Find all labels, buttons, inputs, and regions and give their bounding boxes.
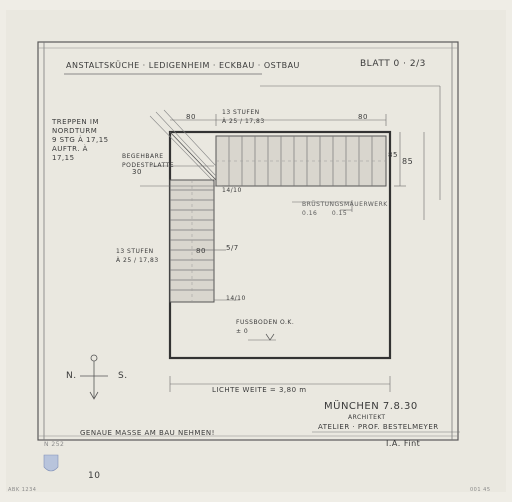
landing-diagonal	[169, 131, 217, 181]
dimension-lines	[140, 85, 441, 392]
north-arrow	[80, 354, 108, 400]
height-mark-2: 14/10	[226, 295, 246, 302]
small-mark-left: ABK 1234	[8, 487, 37, 493]
dimension-ratio: 5/7	[226, 244, 239, 252]
floor-level-mark	[265, 333, 275, 341]
paper-background	[6, 10, 506, 492]
dimension-left-flight: 80	[196, 247, 206, 255]
floor-note: FUSSBODEN O.K.± 0	[236, 319, 295, 335]
small-mark-right: 001 45	[470, 487, 491, 493]
dimension-right-inner: 85	[388, 151, 398, 159]
dimension-30: 30	[132, 168, 142, 176]
architect-role: ARCHITEKT	[348, 414, 386, 421]
handrail-note: BRÜSTUNGSMAUERWERK 0.16 0.15	[302, 201, 388, 217]
dimension-top-right: 80	[358, 113, 368, 121]
inventory-number: N 252	[44, 441, 65, 448]
north-label-n: N.	[66, 371, 77, 381]
outer-frame	[37, 41, 459, 441]
landing-hatch	[149, 109, 217, 183]
date-line: MÜNCHEN 7.8.30	[324, 401, 418, 412]
dimension-right-outer: 85	[402, 157, 414, 166]
sheet-number: 10	[88, 471, 101, 481]
north-label-s: S.	[118, 371, 128, 381]
scale-label: BLATT 0 · 2/3	[360, 59, 426, 69]
studio-signature: I.A. Fint	[386, 439, 421, 448]
dimension-top-left: 80	[186, 113, 196, 121]
height-mark-1: 14/10	[222, 187, 242, 194]
drawing-title: ANSTALTSKÜCHE · LEDIGENHEIM · ECKBAU · O…	[66, 61, 300, 70]
studio-line: ATELIER · PROF. BESTELMEYER	[318, 423, 439, 431]
collection-stamp-icon	[43, 454, 59, 472]
bottom-note: GENAUE MASSE AM BAU NEHMEN!	[80, 429, 215, 437]
overall-width-label: LICHTE WEITE = 3,80 m	[212, 386, 307, 394]
